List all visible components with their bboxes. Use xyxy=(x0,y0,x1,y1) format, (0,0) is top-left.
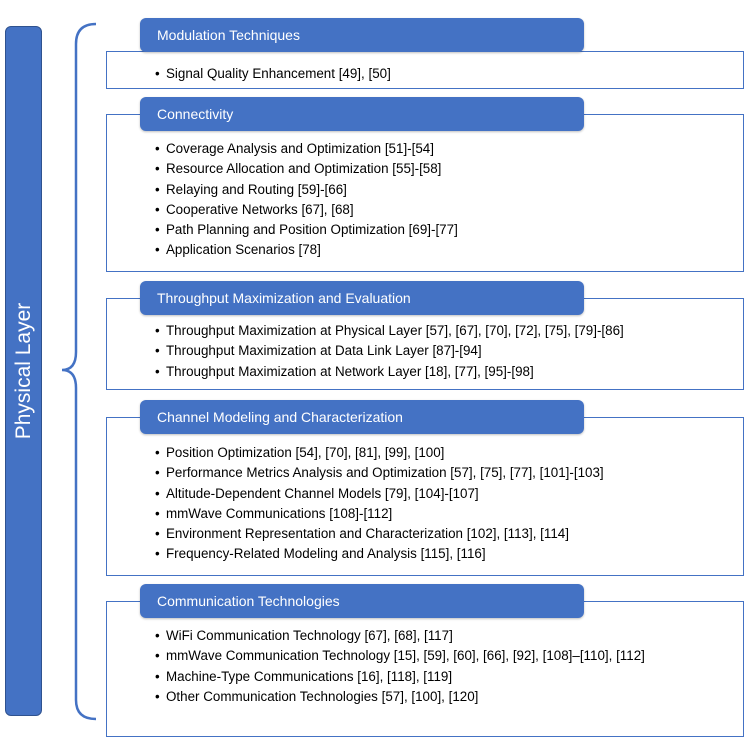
list-item: Coverage Analysis and Optimization [51]-… xyxy=(155,139,743,160)
list-item: Altitude-Dependent Channel Models [79], … xyxy=(155,484,743,505)
section-list: Signal Quality Enhancement [49], [50] xyxy=(155,64,743,85)
physical-layer-label: Physical Layer xyxy=(11,302,35,440)
list-item: Resource Allocation and Optimization [55… xyxy=(155,159,743,180)
physical-layer-bar: Physical Layer xyxy=(5,26,42,716)
brace-icon xyxy=(61,22,97,721)
section-header-connectivity: Connectivity xyxy=(140,97,584,131)
section-list: Coverage Analysis and Optimization [51]-… xyxy=(155,139,743,261)
list-item: Application Scenarios [78] xyxy=(155,240,743,261)
list-item: Path Planning and Position Optimization … xyxy=(155,220,743,241)
section-box-communication: WiFi Communication Technology [67], [68]… xyxy=(106,601,744,737)
section-box-channel: Position Optimization [54], [70], [81], … xyxy=(106,417,744,576)
list-item: Throughput Maximization at Physical Laye… xyxy=(155,321,743,342)
section-header-modulation: Modulation Techniques xyxy=(140,18,584,52)
list-item: Frequency-Related Modeling and Analysis … xyxy=(155,544,743,565)
section-header-channel: Channel Modeling and Characterization xyxy=(140,400,584,434)
list-item: Performance Metrics Analysis and Optimiz… xyxy=(155,463,743,484)
list-item: Signal Quality Enhancement [49], [50] xyxy=(155,64,743,85)
list-item: Cooperative Networks [67], [68] xyxy=(155,200,743,221)
section-list: Throughput Maximization at Physical Laye… xyxy=(155,321,743,382)
section-box-modulation: Signal Quality Enhancement [49], [50] xyxy=(106,51,744,89)
list-item: Environment Representation and Character… xyxy=(155,524,743,545)
section-header-throughput: Throughput Maximization and Evaluation xyxy=(140,281,584,315)
list-item: Relaying and Routing [59]-[66] xyxy=(155,180,743,201)
list-item: Throughput Maximization at Network Layer… xyxy=(155,362,743,383)
list-item: Position Optimization [54], [70], [81], … xyxy=(155,443,743,464)
section-list: Position Optimization [54], [70], [81], … xyxy=(155,443,743,565)
list-item: Machine-Type Communications [16], [118],… xyxy=(155,667,703,688)
list-item: WiFi Communication Technology [67], [68]… xyxy=(155,626,703,647)
section-box-connectivity: Coverage Analysis and Optimization [51]-… xyxy=(106,114,744,272)
list-item: mmWave Communications [108]-[112] xyxy=(155,504,743,525)
list-item: Throughput Maximization at Data Link Lay… xyxy=(155,341,743,362)
section-list: WiFi Communication Technology [67], [68]… xyxy=(155,626,703,707)
section-header-communication: Communication Technologies xyxy=(140,584,584,618)
list-item: mmWave Communication Technology [15], [5… xyxy=(155,646,703,667)
list-item: Other Communication Technologies [57], [… xyxy=(155,687,703,708)
